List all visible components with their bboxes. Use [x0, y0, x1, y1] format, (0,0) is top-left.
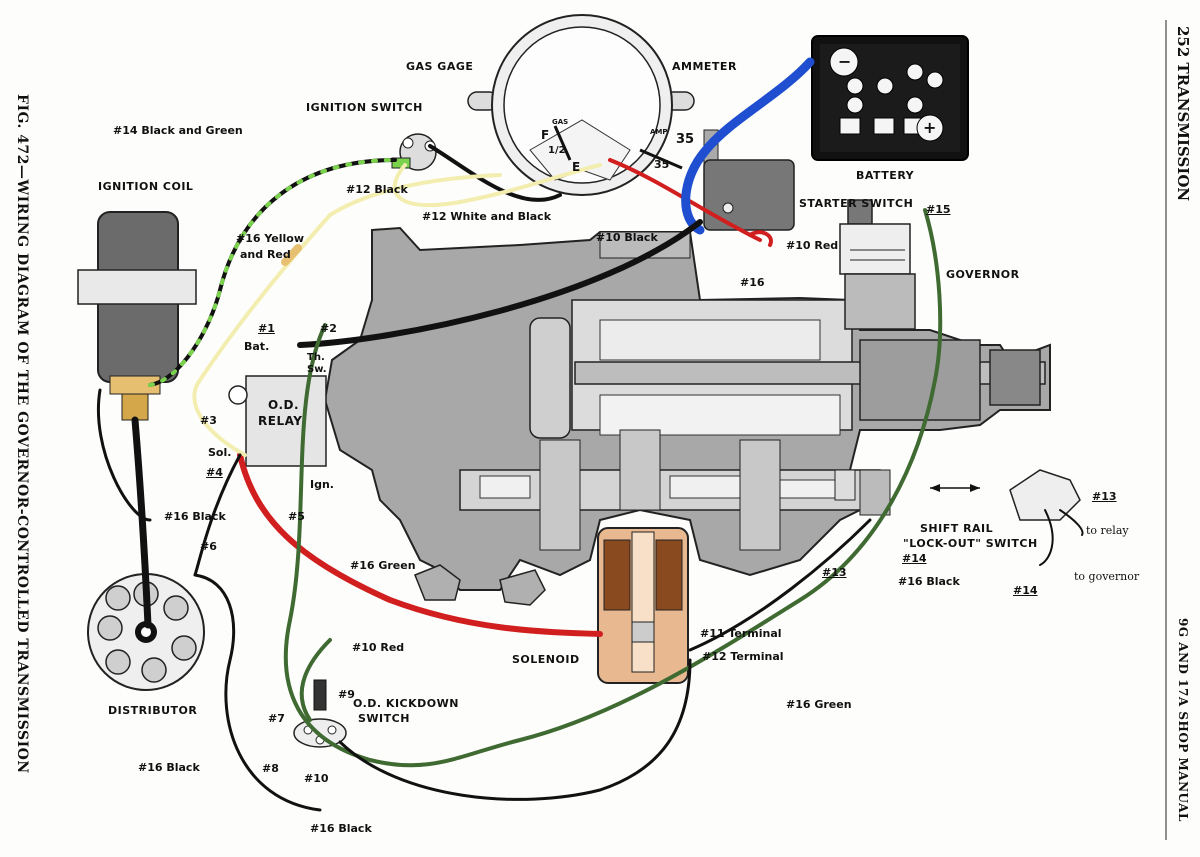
solenoid-label: SOLENOID [512, 653, 580, 666]
wire-16-yellow-red-label-1: #16 Yellow [236, 232, 305, 245]
amp-minus-mark: 35 [654, 158, 670, 171]
wire-12-black-label: #12 Black [346, 183, 408, 196]
wire-14-label-a: #14 [902, 552, 927, 565]
wire-14-label-b: #14 [1013, 584, 1038, 597]
kickdown-label-line2: SWITCH [358, 712, 410, 725]
governor-label: GOVERNOR [946, 268, 1020, 281]
wire-6-label: #6 [200, 540, 217, 553]
gas-word-mark: GAS [552, 118, 569, 126]
wire-7-label: #7 [268, 712, 285, 725]
wire-11-terminal-label: #11 Terminal [700, 627, 782, 640]
wire-16-black-shift-label: #16 Black [898, 575, 960, 588]
gauge-cluster [467, 14, 695, 196]
amp-plus-mark: 35 [676, 132, 695, 147]
ignition-switch-label: IGNITION SWITCH [306, 101, 423, 114]
wire-15-label: #15 [926, 203, 951, 216]
od-relay-label-line1: O.D. [268, 398, 300, 412]
to-relay-label: to relay [1086, 524, 1129, 537]
governor-body [839, 199, 916, 330]
wires [97, 57, 1084, 812]
wire-10-red-bottom-label: #10 Red [352, 641, 405, 654]
wire-13-label-b: #13 [1092, 490, 1117, 503]
amp-word-mark: AMP [650, 128, 668, 136]
wire-13-label-a: #13 [822, 566, 847, 579]
battery-body [811, 35, 969, 161]
wire-12-terminal-label: #12 Terminal [702, 650, 784, 663]
wire-10-label: #10 [304, 772, 329, 785]
wire-16-black-bottom-label: #16 Black [310, 822, 372, 835]
wire-5-label: #5 [288, 510, 305, 523]
wire-14-black-green-label: #14 Black and Green [113, 124, 243, 137]
kickdown-label-line1: O.D. KICKDOWN [353, 697, 459, 710]
page-header: 252 TRANSMISSION [1174, 26, 1192, 202]
ignition-coil-label: IGNITION COIL [98, 180, 194, 193]
relay-sol-terminal: Sol. [208, 446, 232, 459]
wire-16-yellow-red-label-2: and Red [240, 248, 291, 261]
fuel-half-mark: 1/2 [548, 145, 566, 156]
wire-16-top-label: #16 [740, 276, 765, 289]
shift-rail-label-line1: SHIFT RAIL [920, 522, 994, 535]
wire-3-label: #3 [200, 414, 217, 427]
battery-plus-mark: + [923, 118, 937, 137]
gas-gage-label: GAS GAGE [406, 60, 474, 73]
shift-rail-label-line2: "LOCK-OUT" SWITCH [903, 537, 1038, 550]
to-governor-label: to governor [1074, 570, 1140, 583]
wire-16-black-left-label: #16 Black [138, 761, 200, 774]
wire-4-label: #4 [206, 466, 223, 479]
wire-2-label: #2 [320, 322, 337, 335]
ignition-switch-body [391, 133, 437, 171]
wire-1-label: #1 [258, 322, 275, 335]
manual-footer: 9G AND 17A SHOP MANUAL [1176, 618, 1190, 822]
battery-label: BATTERY [856, 169, 915, 182]
wire-10-red-top-label: #10 Red [786, 239, 839, 252]
figure-caption: FIG. 472—WIRING DIAGRAM OF THE GOVERNOR-… [14, 94, 30, 774]
wire-16-green-mid-label: #16 Green [350, 559, 416, 572]
od-relay-label-line2: RELAY [258, 414, 303, 428]
relay-bat-terminal: Bat. [244, 340, 270, 353]
wire-9-label: #9 [338, 688, 355, 701]
starter-switch-label: STARTER SWITCH [799, 197, 914, 210]
wire-16-green-bottom-label: #16 Green [786, 698, 852, 711]
wire-10-black-label: #10 Black [596, 231, 658, 244]
fuel-e-mark: E [572, 160, 581, 174]
solenoid-body [597, 527, 689, 684]
relay-thsw-terminal: Th. Sw. [307, 352, 327, 375]
transmission-housing [323, 226, 1051, 606]
lockout-switch-body [930, 469, 1081, 521]
wire-12-white-black-label: #12 White and Black [422, 210, 552, 223]
wire-8-label: #8 [262, 762, 279, 775]
relay-ign-terminal: Ign. [310, 478, 334, 491]
wire-16-black-dist-label: #16 Black [164, 510, 226, 523]
fuel-f-mark: F [541, 128, 550, 142]
od-relay-body [228, 375, 327, 467]
ignition-coil-body [77, 211, 197, 421]
distributor-label: DISTRIBUTOR [108, 704, 198, 717]
battery-minus-mark: − [838, 52, 852, 71]
ammeter-label: AMMETER [672, 60, 737, 73]
